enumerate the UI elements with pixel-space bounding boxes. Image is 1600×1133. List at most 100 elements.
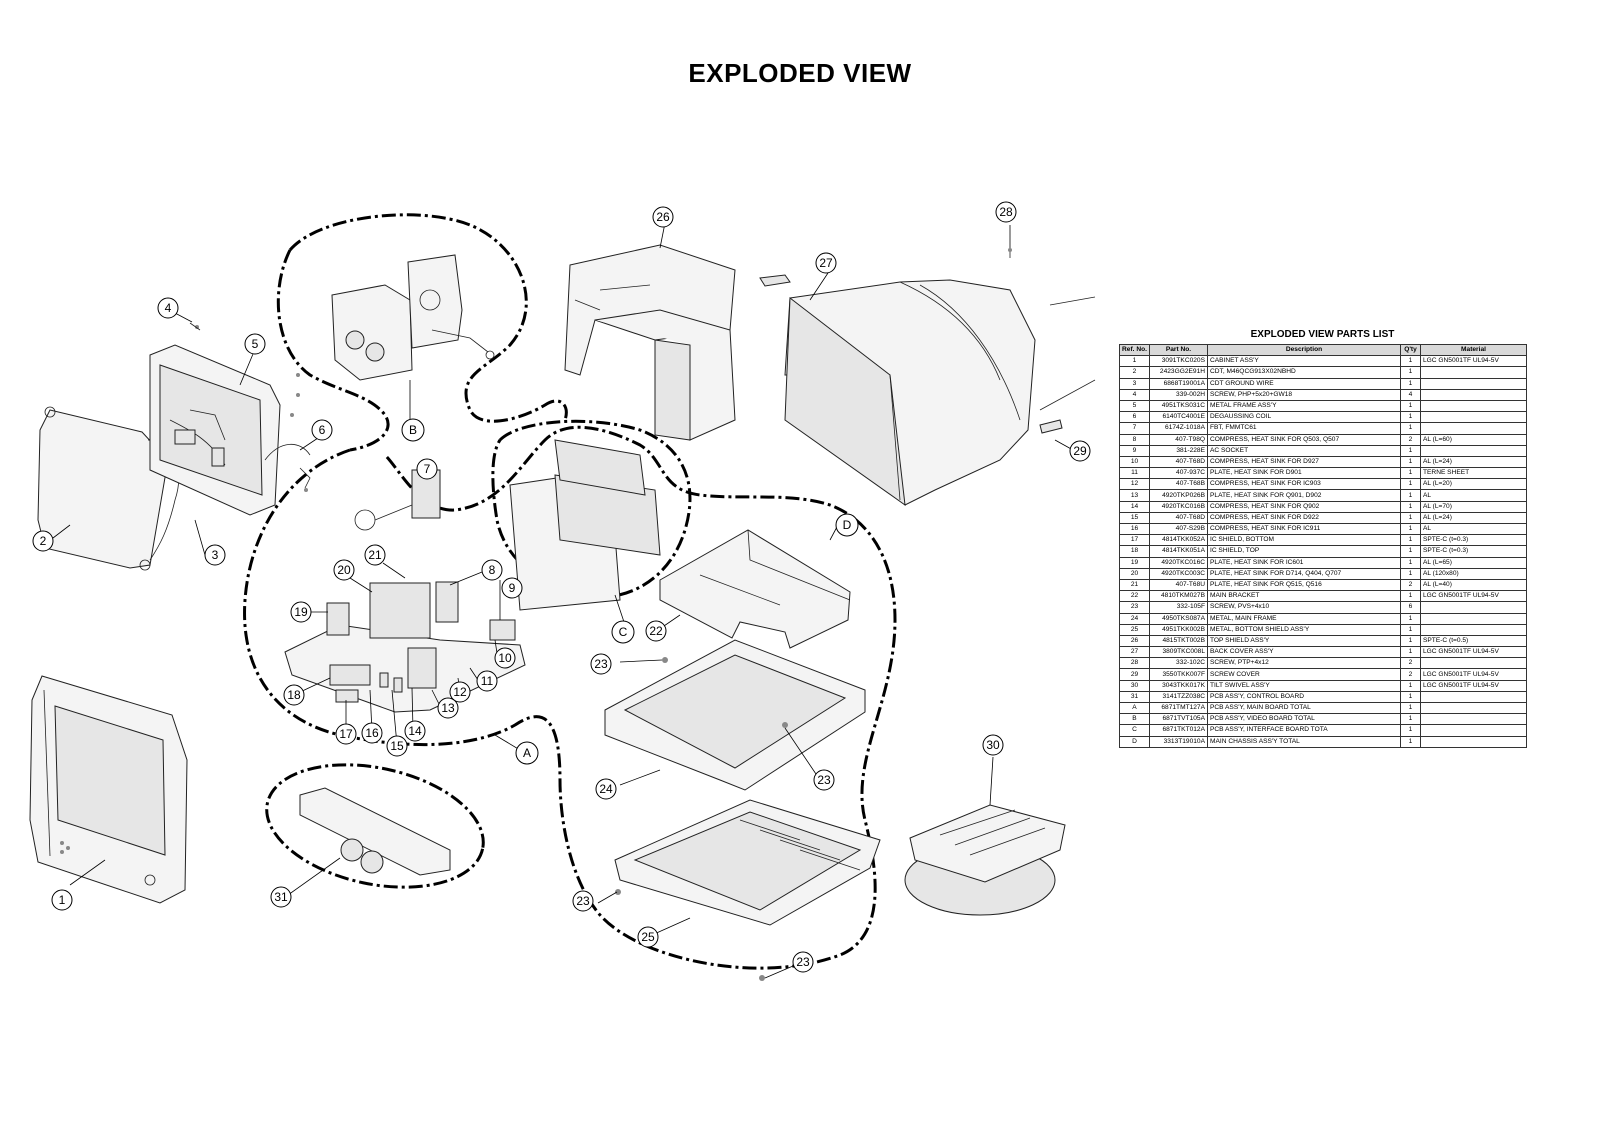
qty-cell: 2	[1400, 657, 1421, 670]
ref-no-cell: 29	[1119, 668, 1150, 681]
callout-26: 26	[652, 206, 674, 228]
back-cover-screws	[759, 248, 1096, 434]
callout-30: 30	[982, 734, 1004, 756]
material-cell	[1420, 612, 1527, 625]
control-board-part	[299, 787, 451, 876]
material-cell	[1420, 377, 1527, 390]
video-board-part	[331, 254, 495, 381]
ref-no-cell: 25	[1119, 623, 1150, 636]
material-cell: TERNE SHEET	[1420, 467, 1527, 480]
description-cell: BACK COVER ASS'Y	[1207, 646, 1401, 659]
part-no-cell: 6871TKT012A	[1149, 724, 1208, 737]
callout-31: 31	[270, 886, 292, 908]
callout-label: 1	[59, 893, 66, 907]
part-no-cell: 407-937C	[1149, 467, 1208, 480]
qty-cell: 1	[1400, 713, 1421, 726]
description-cell: COMPRESS, HEAT SINK FOR IC903	[1207, 478, 1401, 491]
callout-11: 11	[476, 670, 498, 692]
part-no-cell: 407-T98Q	[1149, 433, 1208, 446]
qty-cell: 1	[1400, 735, 1421, 748]
callout-label: 19	[294, 605, 308, 619]
callout-label: 23	[576, 894, 590, 908]
column-header-material: Material	[1420, 343, 1527, 357]
callout-28: 28	[995, 201, 1017, 223]
callout-21: 21	[364, 544, 386, 566]
callout-27: 27	[815, 252, 837, 274]
callout-19: 19	[290, 601, 312, 623]
material-cell	[1420, 411, 1527, 424]
callout-label: 6	[319, 423, 326, 437]
description-cell: COMPRESS, HEAT SINK FOR D927	[1207, 455, 1401, 469]
qty-cell: 1	[1400, 489, 1421, 502]
part-no-cell: 6174Z-1018A	[1149, 422, 1208, 435]
part-no-cell: 407-T68D	[1149, 455, 1208, 469]
qty-cell: 1	[1400, 478, 1421, 491]
part-no-cell: 407-S29B	[1149, 522, 1208, 536]
bottom-shield-part	[614, 799, 881, 981]
callout-9: 9	[501, 577, 523, 599]
qty-cell: 1	[1400, 522, 1421, 536]
part-no-cell: 339-002H	[1149, 388, 1208, 401]
callout-13: 13	[437, 697, 459, 719]
ref-no-cell: 13	[1119, 489, 1150, 502]
description-cell: AC SOCKET	[1207, 444, 1401, 457]
qty-cell: 1	[1400, 690, 1421, 704]
part-no-cell: 3043TKK017K	[1149, 679, 1208, 692]
part-no-cell: 4920TKC016B	[1149, 500, 1208, 513]
material-cell: LGC GN5001TF UL94-5V	[1420, 355, 1527, 368]
column-header-ref-no: Ref. No.	[1119, 343, 1150, 357]
description-cell: TILT SWIVEL ASS'Y	[1207, 679, 1401, 692]
description-cell: SCREW COVER	[1207, 668, 1401, 681]
part-no-cell: 407-T68B	[1149, 478, 1208, 491]
callout-label: 5	[252, 337, 259, 351]
part-no-cell: 381-228E	[1149, 444, 1208, 457]
material-cell	[1420, 724, 1527, 737]
description-cell: IC SHIELD, BOTTOM	[1207, 534, 1401, 547]
callout-29: 29	[1069, 440, 1091, 462]
callout-23: 23	[572, 890, 594, 912]
callout-label: 29	[1073, 444, 1087, 458]
callout-label: 22	[649, 624, 663, 638]
callout-label: 7	[424, 462, 431, 476]
ref-no-cell: 4	[1119, 388, 1150, 401]
qty-cell: 1	[1400, 366, 1421, 379]
table-header-row: Ref. No. Part No. Description Q'ty Mater…	[1119, 343, 1527, 357]
callout-25: 25	[637, 926, 659, 948]
metal-frame-part	[149, 344, 281, 516]
part-no-cell: 3313T19010A	[1149, 735, 1208, 748]
ref-no-cell: 20	[1119, 567, 1150, 580]
callout-label: 27	[819, 256, 833, 270]
callout-label: 21	[368, 548, 382, 562]
material-cell	[1420, 366, 1527, 379]
callout-label: 2	[40, 534, 47, 548]
callout-label: 13	[441, 701, 455, 715]
material-cell: LGC GN5001TF UL94-5V	[1420, 590, 1527, 603]
material-cell	[1420, 422, 1527, 435]
callout-label: 25	[641, 930, 655, 944]
callout-3: 3	[204, 544, 226, 566]
qty-cell: 1	[1400, 646, 1421, 659]
callout-label: 10	[498, 651, 512, 665]
part-no-cell: 6868T19001A	[1149, 377, 1208, 390]
part-no-cell: 407-T68U	[1149, 578, 1208, 592]
part-no-cell: 4815TKT002B	[1149, 634, 1208, 648]
callout-label: 18	[287, 688, 301, 702]
callout-label: 31	[274, 890, 288, 904]
degaussing-coil-part	[264, 443, 311, 489]
ref-no-cell: 31	[1119, 690, 1150, 704]
description-cell: SCREW, PVS+4x10	[1207, 601, 1401, 614]
ref-no-cell: 10	[1119, 455, 1150, 469]
